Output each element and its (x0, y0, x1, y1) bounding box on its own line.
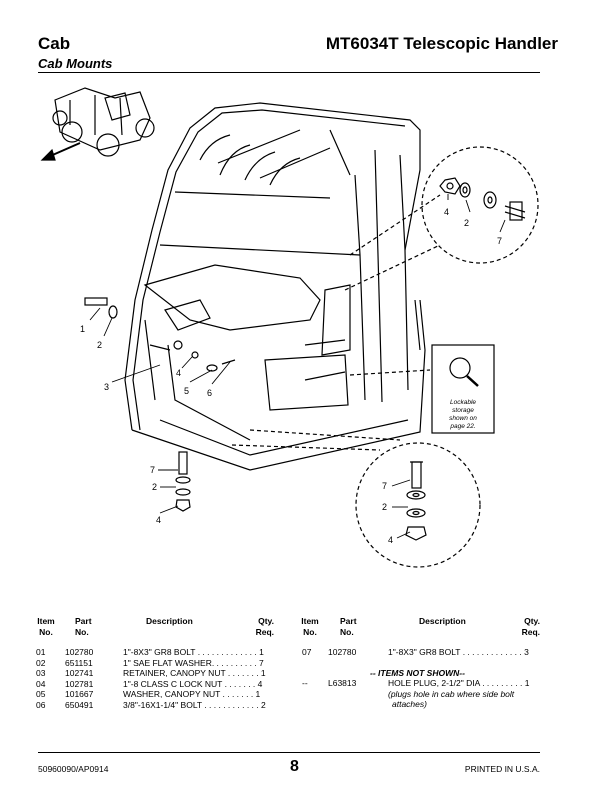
section-title: Cab (38, 34, 71, 53)
storage-note-line-3: shown on (449, 415, 477, 422)
bottom-detail-hardware (405, 461, 427, 541)
callout-4-under: 4 (156, 515, 161, 525)
callout-leaders (89, 194, 506, 539)
callout-7-under: 7 (150, 465, 155, 475)
callout-4: 4 (176, 368, 181, 378)
table-row: 03 102741 RETAINER, CANOPY NUT . . . . .… (36, 668, 266, 678)
callout-4-top: 4 (444, 207, 449, 217)
magnifier-icon (449, 357, 471, 379)
detail-leaders (231, 194, 441, 451)
storage-note-line-2: storage (452, 407, 474, 414)
col-qty-header: Qty.Req. (255, 616, 274, 637)
storage-note-line-1: Lockable (450, 399, 476, 406)
side-hardware (84, 297, 236, 372)
col-desc-header-right: Description (419, 616, 466, 626)
parts-list-right: 07 102780 1"-8X3" GR8 BOLT . . . . . . .… (300, 647, 545, 710)
col-desc-header: Description (146, 616, 193, 626)
callout-1: 1 (80, 324, 85, 334)
table-row: 05 101667 WASHER, CANOPY NUT . . . . . .… (36, 689, 261, 699)
printed-in: PRINTED IN U.S.A. (464, 764, 540, 774)
callout-6: 6 (207, 388, 212, 398)
callout-5: 5 (184, 386, 189, 396)
callout-4-bottom: 4 (388, 535, 393, 545)
page-number: 8 (290, 758, 299, 775)
callout-3: 3 (104, 382, 109, 392)
cab-mounts-diagram: 1 2 3 4 5 6 7 2 4 4 2 7 7 2 4 Lockable s… (40, 87, 539, 568)
table-row: 04 102781 1"-8 CLASS C LOCK NUT . . . . … (36, 678, 263, 689)
storage-note-box (431, 344, 495, 434)
machine-thumbnail (52, 87, 155, 157)
under-cab-hardware (175, 451, 191, 512)
parts-list-left: 01 102780 1"-8X3" GR8 BOLT . . . . . . .… (36, 647, 281, 710)
section-subtitle: Cab Mounts (38, 56, 113, 71)
table-row: 01 102780 1"-8X3" GR8 BOLT . . . . . . .… (36, 647, 264, 657)
not-shown-label-row: -- ITEMS NOT SHOWN-- (370, 667, 465, 678)
table-row: 07 102780 1"-8X3" GR8 BOLT . . . . . . .… (302, 647, 529, 657)
document-number: 50960090/AP0914 (38, 764, 109, 774)
top-detail-hardware (439, 177, 526, 221)
callout-2-under: 2 (152, 482, 157, 492)
callout-2-bottom: 2 (382, 502, 387, 512)
callout-2-top: 2 (464, 218, 469, 228)
callout-7-bottom: 7 (382, 481, 387, 491)
cab-frame (124, 102, 426, 471)
bottom-detail-circle (355, 442, 481, 568)
col-qty-header-right: Qty.Req. (521, 616, 540, 637)
header-rule (38, 72, 540, 73)
not-shown-note-2: attaches) (392, 699, 427, 709)
storage-note-line-4: page 22. (449, 423, 475, 430)
table-row: 02 651151 1" SAE FLAT WASHER. . . . . . … (36, 657, 264, 668)
table-row: 06 650491 3/8"-16X1-1/4" BOLT . . . . . … (36, 699, 266, 710)
callout-2: 2 (97, 340, 102, 350)
table-row: -- L63813 HOLE PLUG, 2-1/2" DIA . . . . … (302, 678, 530, 688)
not-shown-note-1: (plugs hole in cab where side bolt (388, 688, 515, 699)
top-detail-circle (421, 146, 539, 264)
footer-rule (38, 752, 540, 753)
model-title: MT6034T Telescopic Handler (325, 34, 558, 53)
callout-7-top: 7 (497, 236, 502, 246)
